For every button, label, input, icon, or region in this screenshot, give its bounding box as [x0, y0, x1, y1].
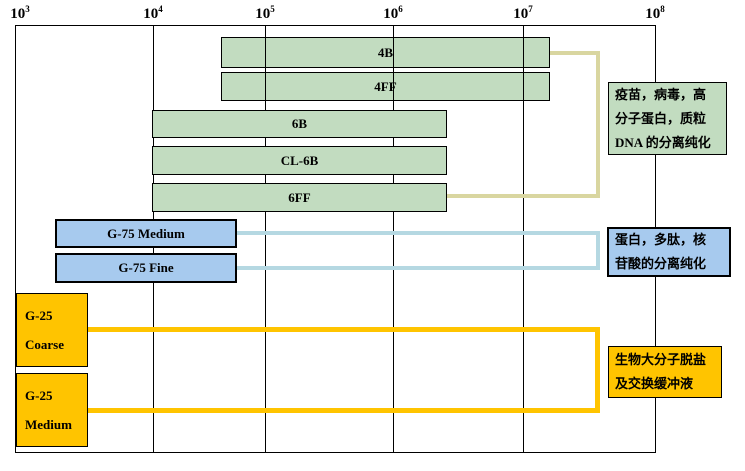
bar-g75-medium-label: G-75 Medium — [107, 225, 185, 241]
box-g25-coarse: G-25 Coarse — [16, 293, 88, 367]
bar-g75-fine-label: G-75 Fine — [118, 260, 174, 275]
annotation-agarose-group: 疫苗，病毒，高 分子蛋白，质粒 DNA 的分离纯化 — [608, 82, 727, 155]
gridline-overlay-10e6 — [393, 37, 394, 101]
connector-blue-top — [237, 231, 600, 235]
gridline-overlay-10e5 — [265, 37, 266, 101]
bar-4ff: 4FF — [221, 72, 550, 101]
axis-tick-10e3: 103 — [10, 4, 30, 22]
annotation-g25-line2: 及交换缓冲液 — [615, 376, 694, 391]
connector-green-top — [550, 51, 600, 55]
gridline-overlay-10e7 — [523, 37, 524, 101]
bar-g75-fine: G-75 Fine — [55, 253, 237, 283]
axis-tick-10e7: 107 — [513, 4, 533, 22]
connector-gold-right — [595, 327, 600, 413]
bar-6b: 6B — [152, 110, 447, 138]
connector-blue-bottom — [237, 266, 600, 270]
gridline-10e7 — [523, 25, 524, 452]
bar-4b: 4B — [221, 37, 550, 68]
axis-tick-10e6: 106 — [383, 4, 403, 22]
axis-tick-10e4: 104 — [143, 4, 163, 22]
box-g25-coarse-line1: G-25 — [25, 308, 53, 323]
annotation-g75-group: 蛋白，多肽，核 苷酸的分离纯化 — [607, 227, 731, 277]
axis-top-line — [15, 25, 656, 26]
connector-green-bottom — [447, 194, 600, 198]
bar-6ff: 6FF — [152, 183, 447, 212]
annotation-agarose-line2: 分子蛋白，质粒 — [615, 110, 707, 126]
gridline-10e3 — [15, 25, 16, 452]
bar-4b-label: 4B — [377, 44, 394, 60]
axis-tick-10e5: 105 — [255, 4, 275, 22]
bar-6ff-label: 6FF — [288, 189, 311, 205]
box-g25-medium-line1: G-25 — [25, 388, 53, 403]
box-g25-medium: G-25 Medium — [16, 373, 88, 447]
bar-cl6b-label: CL-6B — [280, 152, 319, 168]
gridline-10e6 — [393, 25, 394, 452]
connector-green-right — [596, 51, 600, 198]
bar-4ff-label: 4FF — [374, 78, 397, 94]
annotation-agarose-line1: 疫苗，病毒，高 — [615, 86, 707, 102]
connector-gold-bottom — [88, 408, 600, 413]
axis-bottom-line — [15, 452, 656, 453]
connector-gold-top — [88, 327, 600, 332]
bar-cl6b: CL-6B — [152, 146, 447, 175]
annotation-g25-line1: 生物大分子脱盐 — [615, 352, 707, 367]
connector-blue-right — [596, 231, 600, 270]
axis-tick-10e8: 108 — [645, 4, 665, 22]
annotation-g25-group: 生物大分子脱盐 及交换缓冲液 — [608, 346, 722, 398]
box-g25-coarse-line2: Coarse — [25, 337, 64, 352]
bar-6b-label: 6B — [291, 116, 308, 131]
bar-g75-medium: G-75 Medium — [55, 219, 237, 248]
annotation-g75-line2: 苷酸的分离纯化 — [615, 256, 707, 271]
box-g25-medium-line2: Medium — [25, 417, 72, 432]
gridline-10e5 — [265, 25, 266, 452]
annotation-g75-line1: 蛋白，多肽，核 — [615, 232, 707, 247]
annotation-agarose-line3: DNA 的分离纯化 — [615, 134, 711, 150]
